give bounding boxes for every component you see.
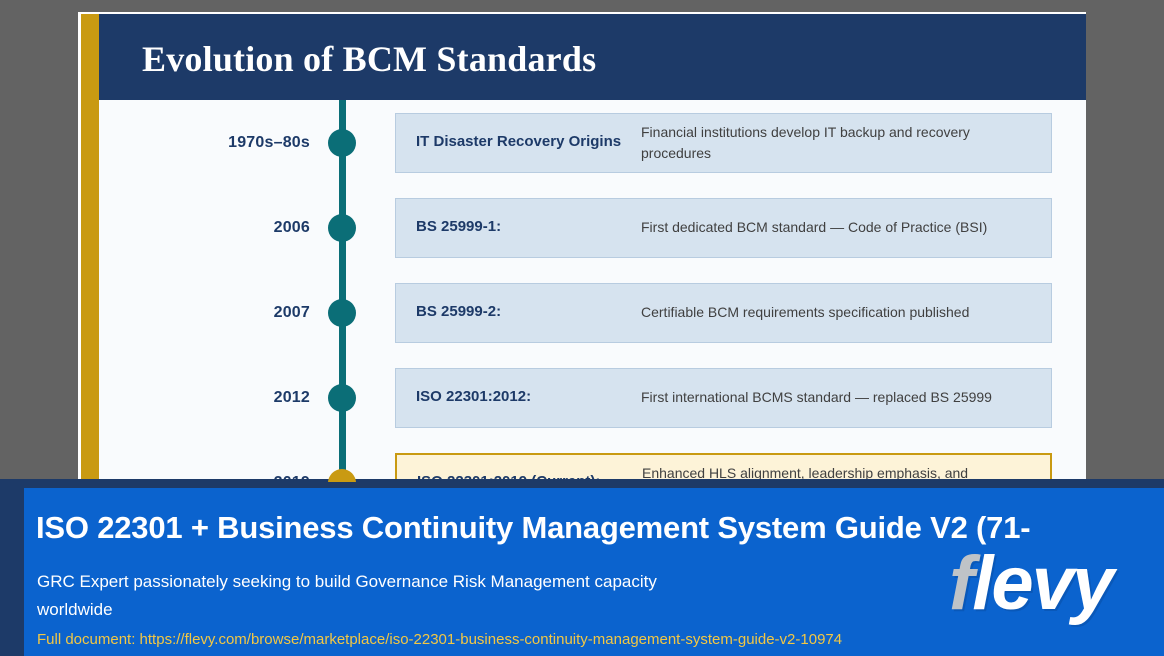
timeline-milestone-dot bbox=[328, 213, 356, 242]
timeline-event-title: ISO 22301:2019 (Current): bbox=[417, 473, 642, 482]
full-document-link[interactable]: Full document: https://flevy.com/browse/… bbox=[37, 631, 843, 648]
timeline-event-card[interactable]: IT Disaster Recovery Origins Financial i… bbox=[395, 112, 1052, 173]
timeline-year-label: 2006 bbox=[273, 218, 310, 236]
timeline-year-label: 2019 bbox=[273, 473, 310, 483]
timeline-milestone-dot-current bbox=[328, 468, 356, 482]
timeline-event-card-current[interactable]: ISO 22301:2019 (Current): Enhanced HLS a… bbox=[395, 452, 1052, 482]
timeline-row[interactable]: 2012 ISO 22301:2012: First international… bbox=[99, 355, 1086, 440]
document-title: ISO 22301 + Business Continuity Manageme… bbox=[36, 510, 1031, 545]
slide-accent-bar bbox=[81, 14, 99, 480]
timeline-year-label: 1970s–80s bbox=[228, 133, 310, 151]
slide-content-area: Evolution of BCM Standards 1970s–80s IT … bbox=[99, 14, 1086, 482]
timeline-event-description: Financial institutions develop IT backup… bbox=[641, 124, 970, 161]
author-description: GRC Expert passionately seeking to build… bbox=[37, 572, 657, 620]
timeline-event-title: BS 25999-2: bbox=[416, 303, 641, 322]
flevy-logo-f: f bbox=[949, 541, 974, 626]
timeline-event-title-text: IT Disaster Recovery Origins bbox=[416, 133, 622, 151]
timeline-event-title: BS 25999-1: bbox=[416, 218, 641, 237]
timeline-year-label: 2012 bbox=[273, 388, 310, 406]
timeline-event-description: Enhanced HLS alignment, leadership empha… bbox=[642, 464, 969, 481]
flevy-logo-levy: levy bbox=[972, 541, 1114, 626]
presentation-slide: Evolution of BCM Standards 1970s–80s IT … bbox=[78, 12, 1086, 482]
flevy-logo[interactable]: flevy bbox=[949, 546, 1114, 622]
timeline-event-title-colon: : bbox=[526, 388, 532, 406]
timeline-event-title-text: ISO 22301:2019 (Current) bbox=[417, 473, 596, 482]
slide-header: Evolution of BCM Standards bbox=[99, 14, 1086, 100]
timeline-milestone-dot bbox=[328, 128, 356, 157]
timeline-event-card[interactable]: BS 25999-1: First dedicated BCM standard… bbox=[395, 197, 1052, 258]
timeline-year-label: 2007 bbox=[273, 303, 310, 321]
timeline-row[interactable]: 1970s–80s IT Disaster Recovery Origins F… bbox=[99, 100, 1086, 185]
timeline-event-card[interactable]: BS 25999-2: Certifiable BCM requirements… bbox=[395, 282, 1052, 343]
timeline-row[interactable]: 2007 BS 25999-2: Certifiable BCM require… bbox=[99, 270, 1086, 355]
timeline-event-title-text: ISO 22301:2012 bbox=[416, 388, 527, 406]
timeline-event-card[interactable]: ISO 22301:2012: First international BCMS… bbox=[395, 367, 1052, 428]
timeline-event-description: First international BCMS standard — repl… bbox=[641, 389, 992, 406]
timeline-row[interactable]: 2006 BS 25999-1: First dedicated BCM sta… bbox=[99, 185, 1086, 270]
timeline-event-title: ISO 22301:2012: bbox=[416, 388, 641, 407]
timeline-event-title-text: BS 25999-2 bbox=[416, 303, 497, 321]
timeline-row-current[interactable]: 2019 ISO 22301:2019 (Current): Enhanced … bbox=[99, 440, 1086, 482]
timeline-event-title: IT Disaster Recovery Origins bbox=[416, 133, 641, 152]
timeline-event-title-text: BS 25999-1 bbox=[416, 218, 497, 236]
timeline-event-title-colon: : bbox=[595, 473, 601, 482]
timeline-event-title-colon: : bbox=[496, 303, 502, 321]
timeline-axis-line bbox=[339, 100, 346, 482]
timeline-event-description: First dedicated BCM standard — Code of P… bbox=[641, 219, 988, 236]
timeline-milestone-dot bbox=[328, 298, 356, 327]
timeline-milestone-dot bbox=[328, 383, 356, 412]
page-title: Evolution of BCM Standards bbox=[142, 39, 597, 79]
timeline: 1970s–80s IT Disaster Recovery Origins F… bbox=[99, 100, 1086, 482]
timeline-event-description: Certifiable BCM requirements specificati… bbox=[641, 304, 970, 321]
flevy-banner: ISO 22301 + Business Continuity Manageme… bbox=[0, 479, 1164, 656]
timeline-event-title-colon: : bbox=[496, 218, 502, 236]
flevy-banner-inner: ISO 22301 + Business Continuity Manageme… bbox=[24, 488, 1164, 656]
